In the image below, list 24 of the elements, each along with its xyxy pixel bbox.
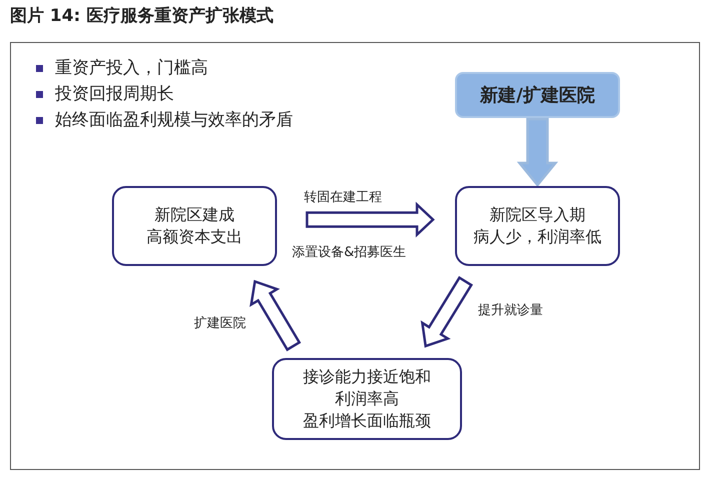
edge-label: 转固在建工程 xyxy=(302,190,384,206)
edge-label: 扩建医院 xyxy=(192,316,248,332)
block-arrow xyxy=(306,202,435,238)
figure-title: 图片 14: 医疗服务重资产扩张模式 xyxy=(10,5,274,28)
arrow-note: 添置设备&招募医生 xyxy=(292,245,406,261)
box-text: 高额资本支出 xyxy=(146,226,242,248)
block-arrow xyxy=(250,280,302,352)
box-text: 新院区建成 xyxy=(154,204,234,226)
bullet-text: 始终面临盈利规模与效率的矛盾 xyxy=(55,109,293,132)
box-text: 病人少，利润率低 xyxy=(474,226,602,248)
process-box xyxy=(112,186,277,266)
box-text: 接诊能力接近饱和 xyxy=(303,366,431,388)
process-box xyxy=(272,358,462,440)
process-box xyxy=(455,186,620,266)
box-text: 利润率高 xyxy=(335,388,399,410)
box-text: 盈利增长面临瓶颈 xyxy=(303,410,431,432)
edge-label: 提升就诊量 xyxy=(476,303,545,319)
box-text: 新院区导入期 xyxy=(490,204,586,226)
bullet-text: 投资回报周期长 xyxy=(55,83,174,106)
box-text: 新建/扩建医院 xyxy=(480,84,595,108)
highlight-box xyxy=(455,72,620,118)
block-arrow xyxy=(420,276,474,348)
bullet-text: 重资产投入，门槛高 xyxy=(55,57,208,80)
block-arrow xyxy=(516,118,558,187)
